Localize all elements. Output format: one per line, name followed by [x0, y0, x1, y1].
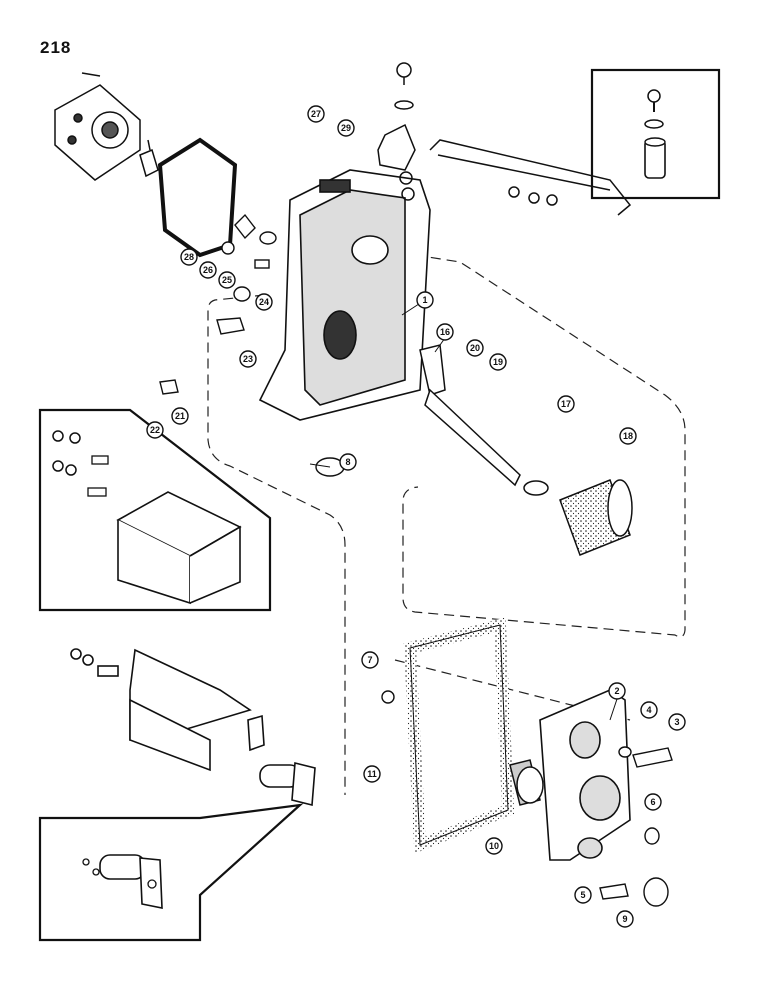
bearing-10	[509, 759, 544, 806]
oil-line	[399, 139, 632, 216]
lever-grip	[523, 479, 633, 556]
svg-text:22: 22	[150, 425, 160, 435]
svg-text:19: 19	[493, 357, 503, 367]
callout-29: 29	[337, 119, 355, 137]
callout-26: 26	[199, 261, 217, 279]
callout-25: 25	[218, 271, 236, 289]
inset-box-pto-shield	[38, 408, 272, 612]
callout-21: 21	[171, 407, 189, 425]
svg-text:17: 17	[561, 399, 571, 409]
svg-text:9: 9	[622, 914, 627, 924]
hydraulic-pump-assembly	[54, 72, 159, 181]
svg-text:10: 10	[489, 841, 499, 851]
fittings	[159, 213, 277, 395]
callout-18: 18	[619, 427, 637, 445]
svg-text:21: 21	[175, 411, 185, 421]
svg-text:24: 24	[259, 297, 269, 307]
svg-text:25: 25	[222, 275, 232, 285]
cover-gasket-edge	[409, 624, 509, 846]
svg-text:5: 5	[580, 890, 585, 900]
shield-assembly	[70, 648, 316, 807]
callout-27: 28	[180, 248, 198, 266]
svg-text:3: 3	[674, 717, 679, 727]
svg-text:20: 20	[470, 343, 480, 353]
dipstick-assembly	[377, 62, 416, 171]
callout-19: 19	[489, 353, 507, 371]
callout-10: 10	[485, 837, 503, 855]
svg-text:16: 16	[440, 327, 450, 337]
svg-text:23: 23	[243, 354, 253, 364]
callout-3: 3	[668, 713, 686, 731]
callout-16: 16	[436, 323, 454, 341]
callout-7: 7	[361, 651, 379, 669]
cover-hardware	[315, 457, 673, 907]
callout-8: 8	[339, 453, 357, 471]
pump-gasket	[157, 137, 238, 258]
svg-text:1: 1	[422, 295, 427, 305]
svg-text:27: 27	[311, 109, 321, 119]
callout-2: 2	[608, 682, 626, 700]
svg-text:6: 6	[650, 797, 655, 807]
callout-6: 6	[644, 793, 662, 811]
svg-text:29: 29	[341, 123, 351, 133]
dashed-group-outlines	[207, 254, 686, 795]
callout-20: 20	[466, 339, 484, 357]
svg-text:28: 28	[184, 252, 194, 262]
pto-housing	[258, 169, 431, 421]
callout-5: 5	[574, 886, 592, 904]
callout-23: 23	[239, 350, 257, 368]
callout-22: 22	[146, 421, 164, 439]
callout-28: 27	[307, 105, 325, 123]
svg-text:7: 7	[367, 655, 372, 665]
svg-text:26: 26	[203, 265, 213, 275]
callout-4: 4	[640, 701, 658, 719]
callout-11: 11	[363, 765, 381, 783]
inset-box-bracket	[38, 803, 304, 942]
svg-text:18: 18	[623, 431, 633, 441]
svg-text:4: 4	[646, 705, 651, 715]
callout-markers: 27 29 28 26 25 24 23 21 22 1 16 20 19 17…	[146, 105, 686, 928]
callout-17: 17	[557, 395, 575, 413]
callout-1: 1	[416, 291, 434, 309]
inset-box-dipstick	[590, 68, 721, 200]
callout-9: 9	[616, 910, 634, 928]
rear-cover	[539, 689, 631, 861]
svg-text:11: 11	[367, 769, 377, 779]
shift-lever	[419, 344, 521, 487]
page-number: 218	[40, 38, 72, 57]
svg-text:8: 8	[345, 457, 350, 467]
callout-24: 24	[255, 293, 273, 311]
cover-gasket	[403, 617, 515, 854]
svg-text:2: 2	[614, 686, 619, 696]
